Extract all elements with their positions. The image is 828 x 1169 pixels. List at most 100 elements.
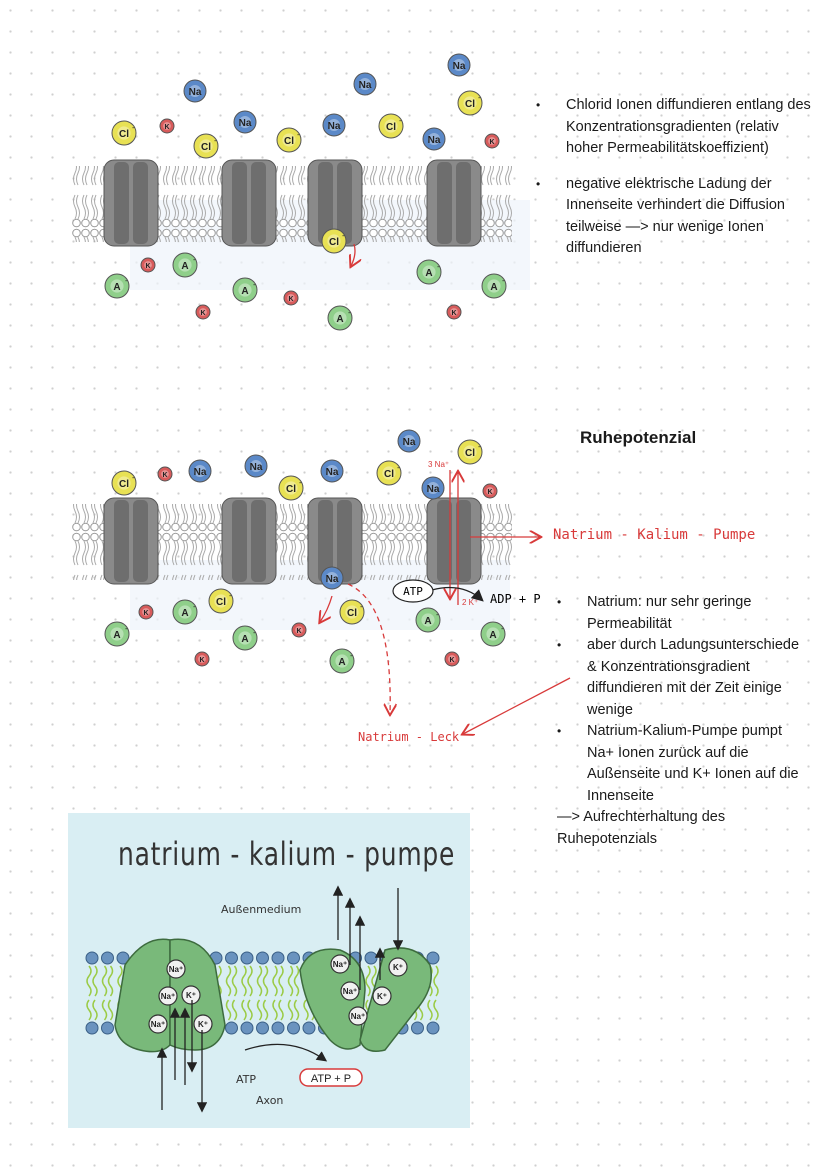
ion-cl: Cl- <box>321 228 347 254</box>
svg-text:Na⁺: Na⁺ <box>169 965 183 974</box>
svg-text:Na: Na <box>250 462 263 473</box>
ion-k: K <box>291 622 307 638</box>
svg-text:K: K <box>449 657 454 664</box>
pump-ion-na: Na⁺ <box>148 1014 168 1034</box>
atp-p-box <box>299 1068 363 1087</box>
ion-a: A- <box>329 648 355 674</box>
ion-na: Na <box>422 127 446 151</box>
pump-title: natrium - kalium - pumpe <box>118 835 456 873</box>
atp-label: ATP <box>403 585 423 598</box>
ion-na: Na <box>397 429 421 453</box>
notes-resting-potential: Natrium: nur sehr geringe Permeabilität … <box>557 592 812 850</box>
svg-text:-: - <box>342 231 345 240</box>
svg-text:K: K <box>288 296 293 303</box>
svg-text:-: - <box>297 130 300 139</box>
ion-a: A- <box>480 621 506 647</box>
svg-text:Cl: Cl <box>465 99 475 110</box>
outside-label: Außenmedium <box>221 903 302 916</box>
svg-text:Na⁺: Na⁺ <box>343 987 357 996</box>
channel-protein <box>103 159 159 247</box>
svg-text:Na: Na <box>359 80 372 91</box>
ion-a: A- <box>415 607 441 633</box>
svg-text:Cl: Cl <box>284 136 294 147</box>
note-sodium: Natrium: nur sehr geringe Permeabilität <box>557 592 812 635</box>
svg-text:-: - <box>360 602 363 611</box>
svg-text:-: - <box>348 308 351 317</box>
svg-text:K: K <box>145 263 150 270</box>
ion-cl: Cl- <box>278 475 304 501</box>
svg-text:K: K <box>143 610 148 617</box>
ion-k: K <box>138 604 154 620</box>
svg-text:-: - <box>478 442 481 451</box>
channel-proteins <box>103 159 482 585</box>
ion-na: Na <box>320 459 344 483</box>
note-gradient: aber durch Ladungsunterschiede & Konzent… <box>557 635 812 721</box>
svg-text:A: A <box>241 286 248 297</box>
svg-text:-: - <box>397 463 400 472</box>
ion-na: Na <box>320 566 344 590</box>
leak-label: Natrium - Leck <box>358 730 460 744</box>
svg-text:-: - <box>132 473 135 482</box>
pump-ion-k: K⁺ <box>193 1014 213 1034</box>
svg-text:Na: Na <box>326 574 339 585</box>
svg-text:A: A <box>424 616 431 627</box>
svg-text:Na⁺: Na⁺ <box>161 992 175 1001</box>
svg-text:K: K <box>162 472 167 479</box>
svg-text:A: A <box>490 282 497 293</box>
ion-k: K <box>444 651 460 667</box>
ion-cl: Cl- <box>378 113 404 139</box>
svg-text:K: K <box>199 657 204 664</box>
svg-text:-: - <box>350 651 353 660</box>
svg-text:-: - <box>436 610 439 619</box>
ion-a: A- <box>104 273 130 299</box>
svg-text:Na⁺: Na⁺ <box>333 960 347 969</box>
adp-label: ADP + P <box>490 592 541 606</box>
svg-text:Na: Na <box>326 467 339 478</box>
note-chloride: Chlorid Ionen diffundieren entlang des K… <box>536 95 811 160</box>
pump-ion-na: Na⁺ <box>166 959 186 979</box>
svg-text:Cl: Cl <box>201 142 211 153</box>
ion-na: Na <box>322 113 346 137</box>
atp-bubble <box>392 579 434 603</box>
svg-text:K: K <box>200 310 205 317</box>
svg-text:A: A <box>181 608 188 619</box>
svg-text:A: A <box>113 282 120 293</box>
ion-na: Na <box>353 72 377 96</box>
svg-text:Cl: Cl <box>384 469 394 480</box>
pump-ion-na: Na⁺ <box>348 1006 368 1026</box>
ion-k: K <box>159 118 175 134</box>
ion-na: Na <box>447 53 471 77</box>
svg-text:Cl: Cl <box>465 448 475 459</box>
svg-text:-: - <box>478 93 481 102</box>
svg-text:K: K <box>164 124 169 131</box>
svg-text:Na: Na <box>427 484 440 495</box>
svg-text:K⁺: K⁺ <box>186 991 196 1000</box>
svg-text:K: K <box>487 489 492 496</box>
svg-text:-: - <box>193 602 196 611</box>
svg-text:-: - <box>132 123 135 132</box>
svg-text:Cl: Cl <box>386 122 396 133</box>
axon-label: Axon <box>256 1094 284 1107</box>
svg-text:A: A <box>336 314 343 325</box>
svg-text:Cl: Cl <box>119 129 129 140</box>
ion-na: Na <box>244 454 268 478</box>
channel-protein <box>426 497 482 585</box>
ion-k: K <box>446 304 462 320</box>
ion-cl: Cl- <box>339 599 365 625</box>
pump-ion-k: K⁺ <box>181 985 201 1005</box>
ion-k: K <box>195 304 211 320</box>
svg-text:K: K <box>489 139 494 146</box>
ion-a: A- <box>232 277 258 303</box>
channel-protein <box>307 497 363 585</box>
svg-text:Na: Na <box>239 118 252 129</box>
ion-cl: Cl- <box>111 120 137 146</box>
ion-k: K <box>283 290 299 306</box>
ion-a: A- <box>327 305 353 331</box>
channel-protein <box>307 159 363 247</box>
heading-ruhepotenzial: Ruhepotenzial <box>580 428 697 447</box>
pump-ion-na: Na⁺ <box>330 954 350 974</box>
channel-protein <box>221 159 277 247</box>
notes-diffusion: Chlorid Ionen diffundieren entlang des K… <box>536 95 811 274</box>
svg-text:Cl: Cl <box>216 597 226 608</box>
